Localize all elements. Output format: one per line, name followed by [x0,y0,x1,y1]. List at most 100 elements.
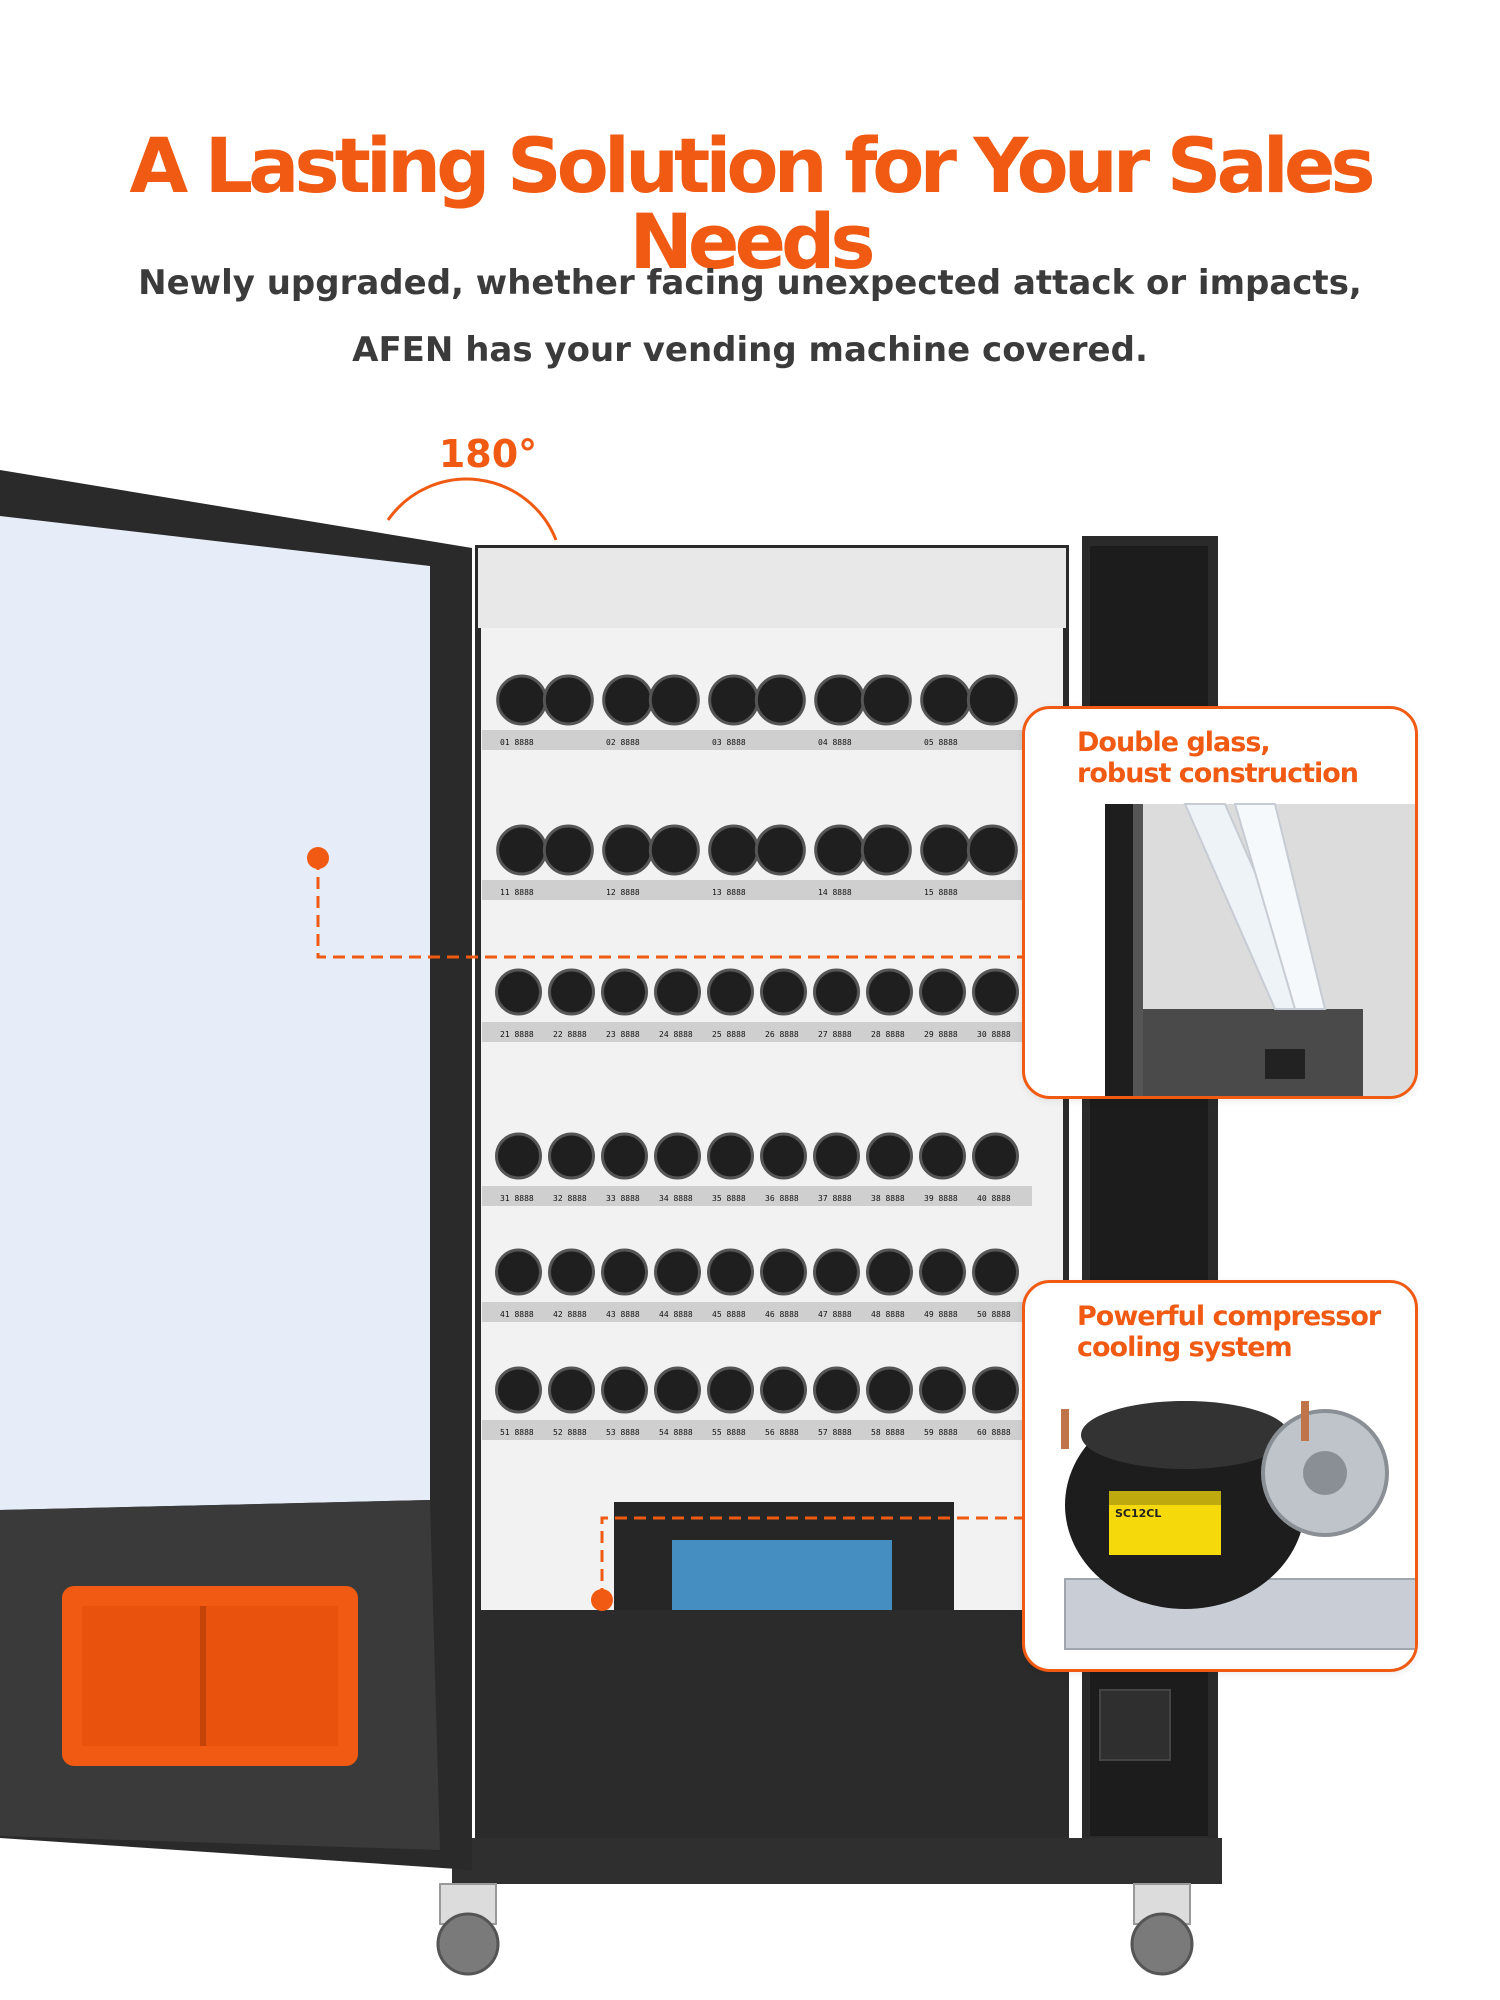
slot-label: 30 8888 [977,1030,1011,1039]
slot-label: 36 8888 [765,1194,799,1203]
subheadline-line-1: Newly upgraded, whether facing unexpecte… [138,263,1362,303]
slot-label: 40 8888 [977,1194,1011,1203]
slot-label: 39 8888 [924,1194,958,1203]
spiral-coil [760,1366,807,1414]
spiral-coil [813,1366,860,1414]
glass-leader-line [316,858,1022,959]
spiral-coil [866,968,913,1016]
slot-label: 48 8888 [871,1310,905,1319]
compressor-label: SC12CL [1115,1507,1162,1520]
slot-label: 35 8888 [712,1194,746,1203]
spiral-coil [760,1132,807,1180]
spiral-coil [707,1366,754,1414]
slot-label: 12 8888 [606,888,640,897]
spiral-coil [496,824,548,876]
slot-label: 45 8888 [712,1310,746,1319]
slot-label: 58 8888 [871,1428,905,1437]
slot-label: 47 8888 [818,1310,852,1319]
slot-label: 33 8888 [606,1194,640,1203]
cabinet-top-panel [478,548,1066,628]
spiral-coil [920,674,972,726]
spiral-coil [813,1132,860,1180]
slot-label: 23 8888 [606,1030,640,1039]
spiral-coil [548,1248,595,1296]
slot-label: 11 8888 [500,888,534,897]
cabinet-base [452,1838,1222,1884]
slot-label: 42 8888 [553,1310,587,1319]
spiral-coil [866,1132,913,1180]
slot-label: 59 8888 [924,1428,958,1437]
slot-label: 13 8888 [712,888,746,897]
slot-label: 02 8888 [606,738,640,747]
spiral-coil [866,1366,913,1414]
spiral-coil [814,674,866,726]
slot-label: 50 8888 [977,1310,1011,1319]
spiral-coil [760,1248,807,1296]
double-glass-callout: Double glass, robust construction [1022,706,1418,1099]
spiral-coil [760,968,807,1016]
spiral-coil [601,1248,648,1296]
spiral-coil [708,824,760,876]
slot-label: 05 8888 [924,738,958,747]
spiral-coil [601,1132,648,1180]
spiral-coil [708,674,760,726]
spiral-coil [654,1366,701,1414]
slot-label: 32 8888 [553,1194,587,1203]
spiral-coil [654,968,701,1016]
spiral-coil [542,674,594,726]
spiral-coil [813,968,860,1016]
shelf-tray [482,1022,1032,1042]
spiral-coil [919,1366,966,1414]
spiral-coil [496,674,548,726]
slot-label: 57 8888 [818,1428,852,1437]
slot-label: 14 8888 [818,888,852,897]
spiral-coil [966,674,1018,726]
slot-label: 31 8888 [500,1194,534,1203]
slot-label: 53 8888 [606,1428,640,1437]
shelf-tray [482,1420,1032,1440]
slot-label: 22 8888 [553,1030,587,1039]
slot-label: 01 8888 [500,738,534,747]
compressor-leader-line [600,1516,1022,1600]
door-angle-arc [386,477,558,541]
glass-section-illustration [1105,803,1415,1096]
slot-label: 46 8888 [765,1310,799,1319]
door-angle-label: 180° [438,432,538,476]
spiral-coil [654,1132,701,1180]
spiral-coil [814,824,866,876]
shelf-tray [482,1186,1032,1206]
evaporator-coil [672,1540,892,1614]
spiral-coil [495,1132,542,1180]
slot-label: 38 8888 [871,1194,905,1203]
door-glass [0,516,430,1510]
spiral-coil [601,1366,648,1414]
spiral-coil [495,1366,542,1414]
spiral-coil [654,1248,701,1296]
slot-label: 34 8888 [659,1194,693,1203]
spiral-coil [602,674,654,726]
slot-label: 52 8888 [553,1428,587,1437]
spiral-coil [648,824,700,876]
spiral-coil [860,674,912,726]
spiral-coil [548,1366,595,1414]
spiral-coil [966,824,1018,876]
spiral-coil [972,1248,1019,1296]
slot-label: 55 8888 [712,1428,746,1437]
callout-title-compressor: Powerful compressor cooling system [1077,1301,1381,1363]
subheadline-line-2: AFEN has your vending machine covered. [352,330,1148,370]
spiral-coil [920,824,972,876]
shelf-tray [482,1302,1032,1322]
spiral-coil [813,1248,860,1296]
spiral-coil [707,968,754,1016]
spiral-coil [707,1248,754,1296]
slot-label: 41 8888 [500,1310,534,1319]
slot-label: 24 8888 [659,1030,693,1039]
spiral-coil [972,1366,1019,1414]
callout-title-glass: Double glass, robust construction [1077,727,1359,789]
spiral-coil [919,968,966,1016]
slot-label: 28 8888 [871,1030,905,1039]
slot-label: 29 8888 [924,1030,958,1039]
front-right-wheel [1130,1883,1194,1976]
slot-label: 43 8888 [606,1310,640,1319]
